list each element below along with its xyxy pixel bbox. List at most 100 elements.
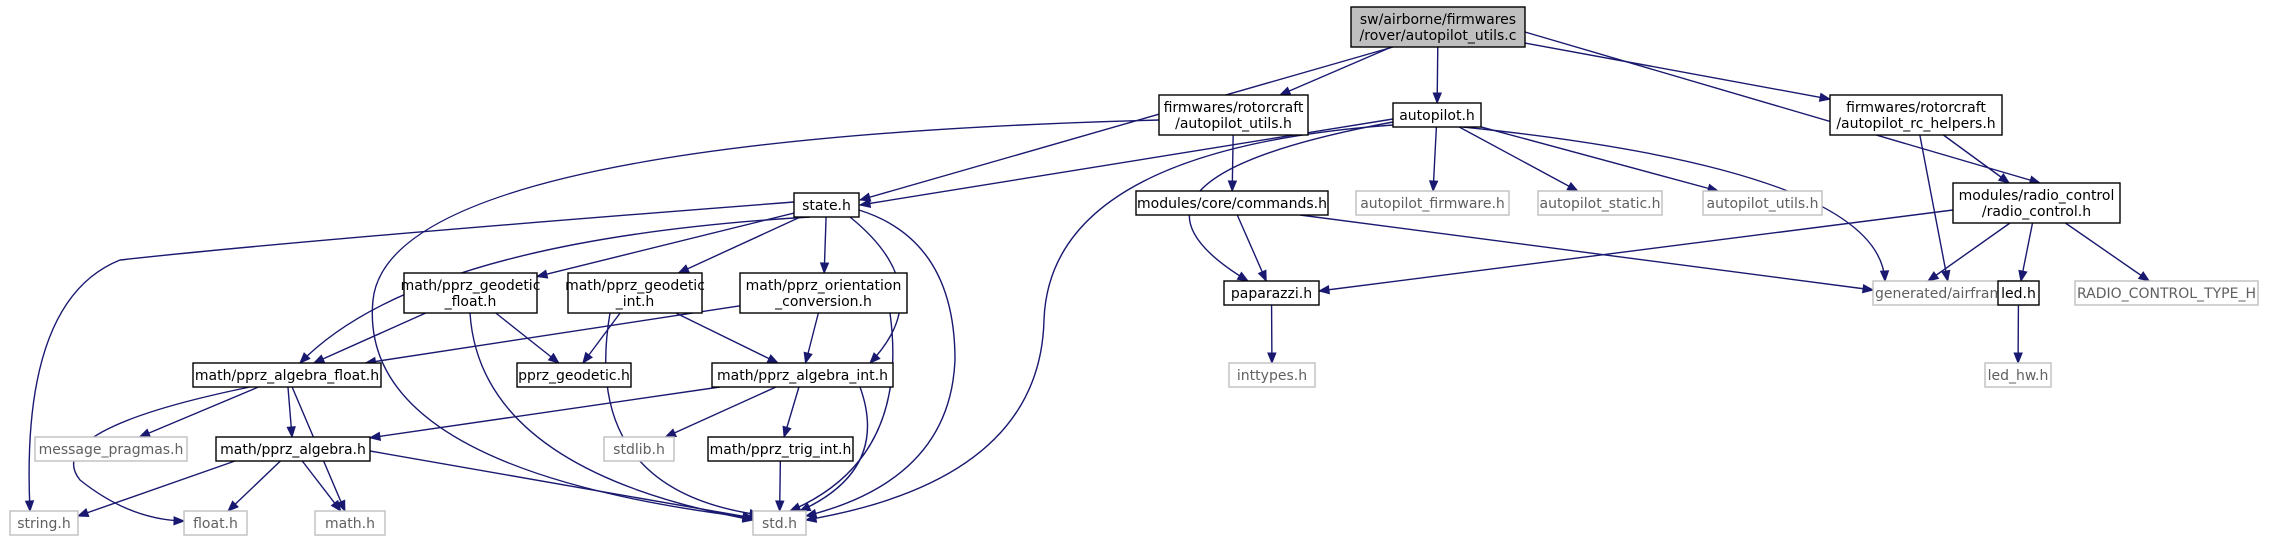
node-float: float.h xyxy=(183,510,248,536)
edge-line xyxy=(2064,222,2150,282)
node-orientation-conversion[interactable]: math/pprz_orientation_conversion.h xyxy=(739,272,908,314)
arrow-head-icon xyxy=(819,262,830,275)
edge-line xyxy=(469,312,754,521)
node-label: modules/radio_control xyxy=(1959,188,2115,204)
edge-line xyxy=(371,119,1160,519)
arrow-head-icon xyxy=(368,431,382,441)
node-paparazzi[interactable]: paparazzi.h xyxy=(1223,280,1320,306)
node-label: string.h xyxy=(17,516,71,532)
edge-autopilot-to-autopilot_firmware xyxy=(1428,126,1439,193)
edge-algebra-to-std xyxy=(369,450,755,521)
node-autopilot[interactable]: autopilot.h xyxy=(1392,102,1482,128)
node-label: float.h xyxy=(193,516,238,532)
node-state[interactable]: state.h xyxy=(793,192,860,218)
edge-algebra_float-to-algebra xyxy=(286,386,296,439)
edge-line xyxy=(675,312,779,364)
arrow-head-icon xyxy=(76,508,90,518)
node-led[interactable]: led.h xyxy=(1997,280,2040,306)
node-label: /autopilot_utils.h xyxy=(1175,116,1292,132)
arrow-head-icon xyxy=(804,508,818,519)
edge-line xyxy=(805,209,956,517)
node-box xyxy=(1702,190,1823,216)
edge-algebra_int-to-std xyxy=(798,386,869,512)
node-label: sw/airborne/firmwares xyxy=(1360,12,1516,28)
edge-line xyxy=(1462,126,1886,282)
nodes-layer: sw/airborne/firmwares/rover/autopilot_ut… xyxy=(9,6,2259,536)
node-trig-int[interactable]: math/pprz_trig_int.h xyxy=(707,436,854,462)
edge-line xyxy=(859,46,1394,201)
edge-line xyxy=(1927,222,2011,282)
node-box xyxy=(9,510,79,536)
edge-state-to-geodetic_float xyxy=(535,212,795,279)
node-label: firmwares/rotorcraft xyxy=(1164,100,1304,116)
arrow-head-icon xyxy=(1267,352,1277,365)
node-box xyxy=(739,272,908,314)
node-box xyxy=(1223,280,1320,306)
node-pprz-geodetic[interactable]: pprz_geodetic.h xyxy=(516,362,632,388)
edge-geodetic_float-to-algebra_float xyxy=(312,312,427,364)
edge-radio_control-to-airframe xyxy=(1926,222,2011,282)
edge-root-to-radio_control xyxy=(1524,31,2042,185)
arrow-head-icon xyxy=(788,502,802,512)
node-algebra-int[interactable]: math/pprz_algebra_int.h xyxy=(711,362,894,388)
arrow-head-icon xyxy=(2137,271,2151,282)
edge-line xyxy=(1524,31,2041,184)
node-label: /rover/autopilot_utils.c xyxy=(1360,28,1517,44)
node-label: generated/airframe.h xyxy=(1875,286,2025,302)
node-autopilot-firmware: autopilot_firmware.h xyxy=(1355,190,1510,216)
edge-line xyxy=(1919,134,1949,282)
edge-paparazzi-to-inttypes xyxy=(1267,304,1277,365)
node-label: firmwares/rotorcraft xyxy=(1846,100,1986,116)
node-box xyxy=(1158,94,1309,136)
node-box xyxy=(603,436,675,462)
node-box xyxy=(1829,94,2003,136)
node-label: _float.h xyxy=(444,294,497,310)
node-rotorcraft-rc-helpers[interactable]: firmwares/rotorcraft/autopilot_rc_helper… xyxy=(1829,94,2003,136)
arrow-head-icon xyxy=(741,511,755,521)
arrow-head-icon xyxy=(330,499,342,513)
node-radio-control[interactable]: modules/radio_control/radio_control.h xyxy=(1952,182,2121,224)
node-geodetic-float[interactable]: math/pprz_geodetic_float.h xyxy=(401,272,541,314)
edge-line xyxy=(1279,46,1392,96)
node-rc-type: RADIO_CONTROL_TYPE_H xyxy=(2074,280,2259,306)
node-label: stdlib.h xyxy=(613,442,665,458)
edge-algebra_int-to-stdlib xyxy=(664,386,777,438)
node-root[interactable]: sw/airborne/firmwares/rover/autopilot_ut… xyxy=(1350,6,1526,48)
node-geodetic-int[interactable]: math/pprz_geodetic_int.h xyxy=(565,272,705,314)
arrow-head-icon xyxy=(775,500,785,513)
node-label: _conversion.h xyxy=(774,294,872,310)
node-autopilot-utils-h: autopilot_utils.h xyxy=(1702,190,1823,216)
arrow-head-icon xyxy=(664,428,678,438)
arrow-head-icon xyxy=(1818,92,1832,102)
edge-line xyxy=(1942,134,2010,184)
node-label: autopilot_static.h xyxy=(1540,196,1661,212)
arrow-head-icon xyxy=(24,500,35,513)
node-label: math/pprz_orientation xyxy=(746,278,902,294)
arrow-head-icon xyxy=(2018,269,2028,283)
edges-layer xyxy=(24,31,2151,526)
node-commands[interactable]: modules/core/commands.h xyxy=(1135,190,1329,216)
node-box xyxy=(403,272,538,314)
node-label: message_pragmas.h xyxy=(39,442,184,458)
arrow-head-icon xyxy=(1879,270,1890,283)
edge-line xyxy=(789,312,894,512)
arrow-head-icon xyxy=(547,352,560,364)
edge-line xyxy=(536,212,795,278)
node-box xyxy=(1355,190,1510,216)
node-box xyxy=(192,362,382,388)
node-label: pprz_geodetic.h xyxy=(518,368,630,384)
node-label: autopilot.h xyxy=(1399,108,1475,124)
edge-root-to-state xyxy=(858,46,1394,202)
node-rotorcraft-autopilot-utils[interactable]: firmwares/rotorcraft/autopilot_utils.h xyxy=(1158,94,1309,136)
node-algebra[interactable]: math/pprz_algebra.h xyxy=(215,436,371,462)
edge-algebra-to-string xyxy=(76,460,236,518)
node-label: led_hw.h xyxy=(1988,368,2049,384)
arrow-head-icon xyxy=(138,428,152,438)
node-algebra-float[interactable]: math/pprz_algebra_float.h xyxy=(192,362,382,388)
node-led-hw: led_hw.h xyxy=(1984,362,2052,388)
edge-root-to-rotorcraft_autopilot_utils xyxy=(1278,46,1392,96)
node-box xyxy=(183,510,248,536)
edge-state-to-geodetic_int xyxy=(677,216,801,274)
arrow-head-icon xyxy=(1861,283,1875,294)
